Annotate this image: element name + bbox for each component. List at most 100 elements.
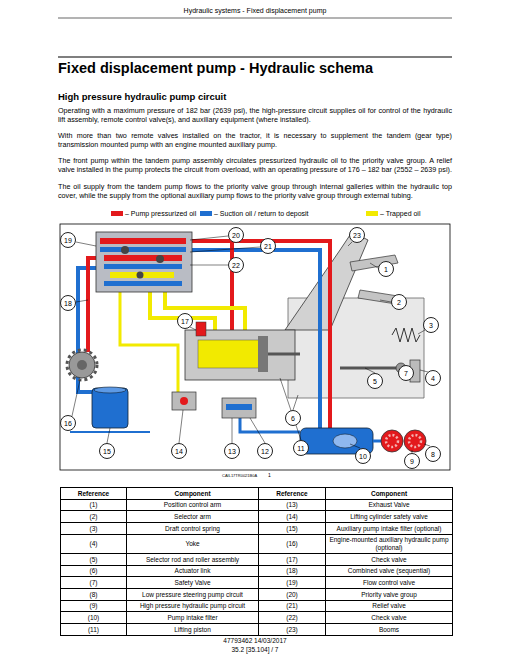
table-row: (8)Low pressure steering pump circuit(20… bbox=[61, 589, 453, 601]
table-cell: (16) bbox=[259, 534, 326, 553]
footer-text: 47793462 14/03/2017 bbox=[58, 637, 452, 645]
table-cell: (21) bbox=[259, 600, 326, 612]
table-cell: (15) bbox=[259, 523, 326, 535]
callout-number: 6 bbox=[285, 410, 301, 426]
callout-text: 19 bbox=[64, 237, 72, 244]
table-cell: Check valve bbox=[326, 612, 453, 624]
table-cell: (2) bbox=[61, 511, 127, 523]
body-paragraph: With more than two remote valves install… bbox=[58, 131, 452, 149]
valve-spool bbox=[156, 255, 164, 263]
piston-rod bbox=[268, 353, 300, 356]
intake-filter bbox=[333, 434, 357, 448]
table-cell: Pump intake filter bbox=[127, 612, 259, 624]
callout-text: 17 bbox=[181, 318, 189, 325]
callout-text: 7 bbox=[404, 370, 408, 377]
leader-line bbox=[232, 418, 233, 443]
section-heading: High pressure hydraulic pump circuit bbox=[58, 91, 452, 102]
pump-gear bbox=[67, 350, 97, 380]
filter-cap bbox=[94, 387, 126, 393]
valve-gallery bbox=[104, 264, 182, 269]
callout-number: 22 bbox=[228, 257, 244, 273]
leader-lines bbox=[72, 236, 430, 453]
callout-number: 23 bbox=[349, 227, 365, 243]
callout-text: 20 bbox=[232, 232, 240, 239]
legend-text: – Trapped oil bbox=[380, 210, 420, 217]
table-cell: Selector rod and roller assembly bbox=[127, 553, 259, 565]
title-rule bbox=[58, 56, 452, 57]
callout-text: 18 bbox=[64, 300, 72, 307]
table-cell: Low pressure steering pump circuit bbox=[127, 589, 259, 601]
table-cell: Lifting piston bbox=[127, 624, 259, 636]
callout-number: 5 bbox=[367, 373, 383, 389]
legend-text: – Pump pressurized oil bbox=[125, 210, 196, 217]
table-cell: (5) bbox=[61, 553, 127, 565]
table-cell: Actuator link bbox=[127, 565, 259, 577]
table-cell: Check valve bbox=[326, 553, 453, 565]
callout-number: 18 bbox=[60, 295, 76, 311]
table-cell: Reference bbox=[259, 488, 326, 500]
table-cell: Combined valve (sequential) bbox=[326, 565, 453, 577]
callout-number: 8 bbox=[425, 446, 441, 462]
legend-entry: – Pump pressurized oil bbox=[111, 210, 196, 217]
trapped-oil-pipe bbox=[150, 292, 215, 335]
table-cell: (13) bbox=[259, 499, 326, 511]
trapped-oil-chamber bbox=[198, 340, 260, 368]
pump-gear bbox=[386, 435, 398, 447]
table-cell: Engine-mounted auxiliary hydraulic pump … bbox=[326, 534, 453, 553]
table-cell: Position control arm bbox=[127, 499, 259, 511]
leader-line bbox=[107, 428, 110, 443]
table-cell: High pressure hydraulic pump circuit bbox=[127, 600, 259, 612]
callout-text: 8 bbox=[431, 451, 435, 458]
leader-line bbox=[190, 327, 196, 330]
table-row: (10)Pump intake filter(22)Check valve bbox=[61, 612, 453, 624]
leader-line bbox=[179, 410, 183, 443]
legend-swatch bbox=[111, 211, 123, 216]
callout-text: 4 bbox=[431, 375, 435, 382]
leader-line bbox=[76, 300, 88, 302]
legend-swatch bbox=[200, 211, 212, 216]
legend-swatch bbox=[366, 211, 378, 216]
valve-gallery bbox=[110, 272, 174, 278]
trapped-oil-pipe bbox=[165, 292, 245, 335]
callout-number: 1 bbox=[378, 261, 394, 277]
table-cell: Component bbox=[127, 488, 259, 500]
exhaust-valve bbox=[222, 398, 256, 418]
table-cell: (11) bbox=[61, 624, 127, 636]
callout-number: 21 bbox=[260, 238, 276, 254]
valve-spool bbox=[137, 272, 144, 279]
leader-line bbox=[76, 242, 96, 246]
gear-pump bbox=[381, 430, 403, 452]
table-cell: (7) bbox=[61, 577, 127, 589]
leader-line bbox=[370, 263, 378, 268]
valve-gallery bbox=[100, 238, 186, 244]
callout-text: 3 bbox=[429, 322, 433, 329]
callout-number: 16 bbox=[60, 415, 76, 431]
callout-number: 2 bbox=[391, 294, 407, 310]
leader-line bbox=[280, 378, 301, 440]
valve-gallery bbox=[226, 404, 252, 410]
legend-entry: – Trapped oil bbox=[366, 210, 420, 217]
callout-number: 11 bbox=[293, 440, 309, 456]
intake-filter bbox=[92, 388, 128, 428]
safety-valve bbox=[172, 392, 196, 410]
valve-gallery bbox=[104, 255, 182, 261]
leader-line bbox=[250, 418, 265, 443]
callout-text: 14 bbox=[175, 448, 183, 455]
running-header: Hydraulic systems - Fixed displacement p… bbox=[58, 7, 452, 14]
table-cell: Lifting cylinder safety valve bbox=[326, 511, 453, 523]
body-paragraph: Operating with a maximum pressure of 182… bbox=[58, 106, 452, 124]
table-row: ReferenceComponentReferenceComponent bbox=[61, 488, 453, 500]
pump-shaft bbox=[77, 360, 87, 370]
table-cell: (20) bbox=[259, 589, 326, 601]
callout-number: 9 bbox=[404, 453, 420, 469]
callout-number: 10 bbox=[355, 448, 371, 464]
callout-text: 10 bbox=[359, 453, 367, 460]
callout-number: 14 bbox=[171, 443, 187, 459]
table-cell: Yoke bbox=[127, 534, 259, 553]
table-cell: Component bbox=[326, 488, 453, 500]
table-cell: Reference bbox=[61, 488, 127, 500]
boom bbox=[285, 232, 368, 330]
auxiliary-pump bbox=[69, 352, 95, 378]
figure-frame bbox=[60, 224, 450, 470]
table-cell: (17) bbox=[259, 553, 326, 565]
